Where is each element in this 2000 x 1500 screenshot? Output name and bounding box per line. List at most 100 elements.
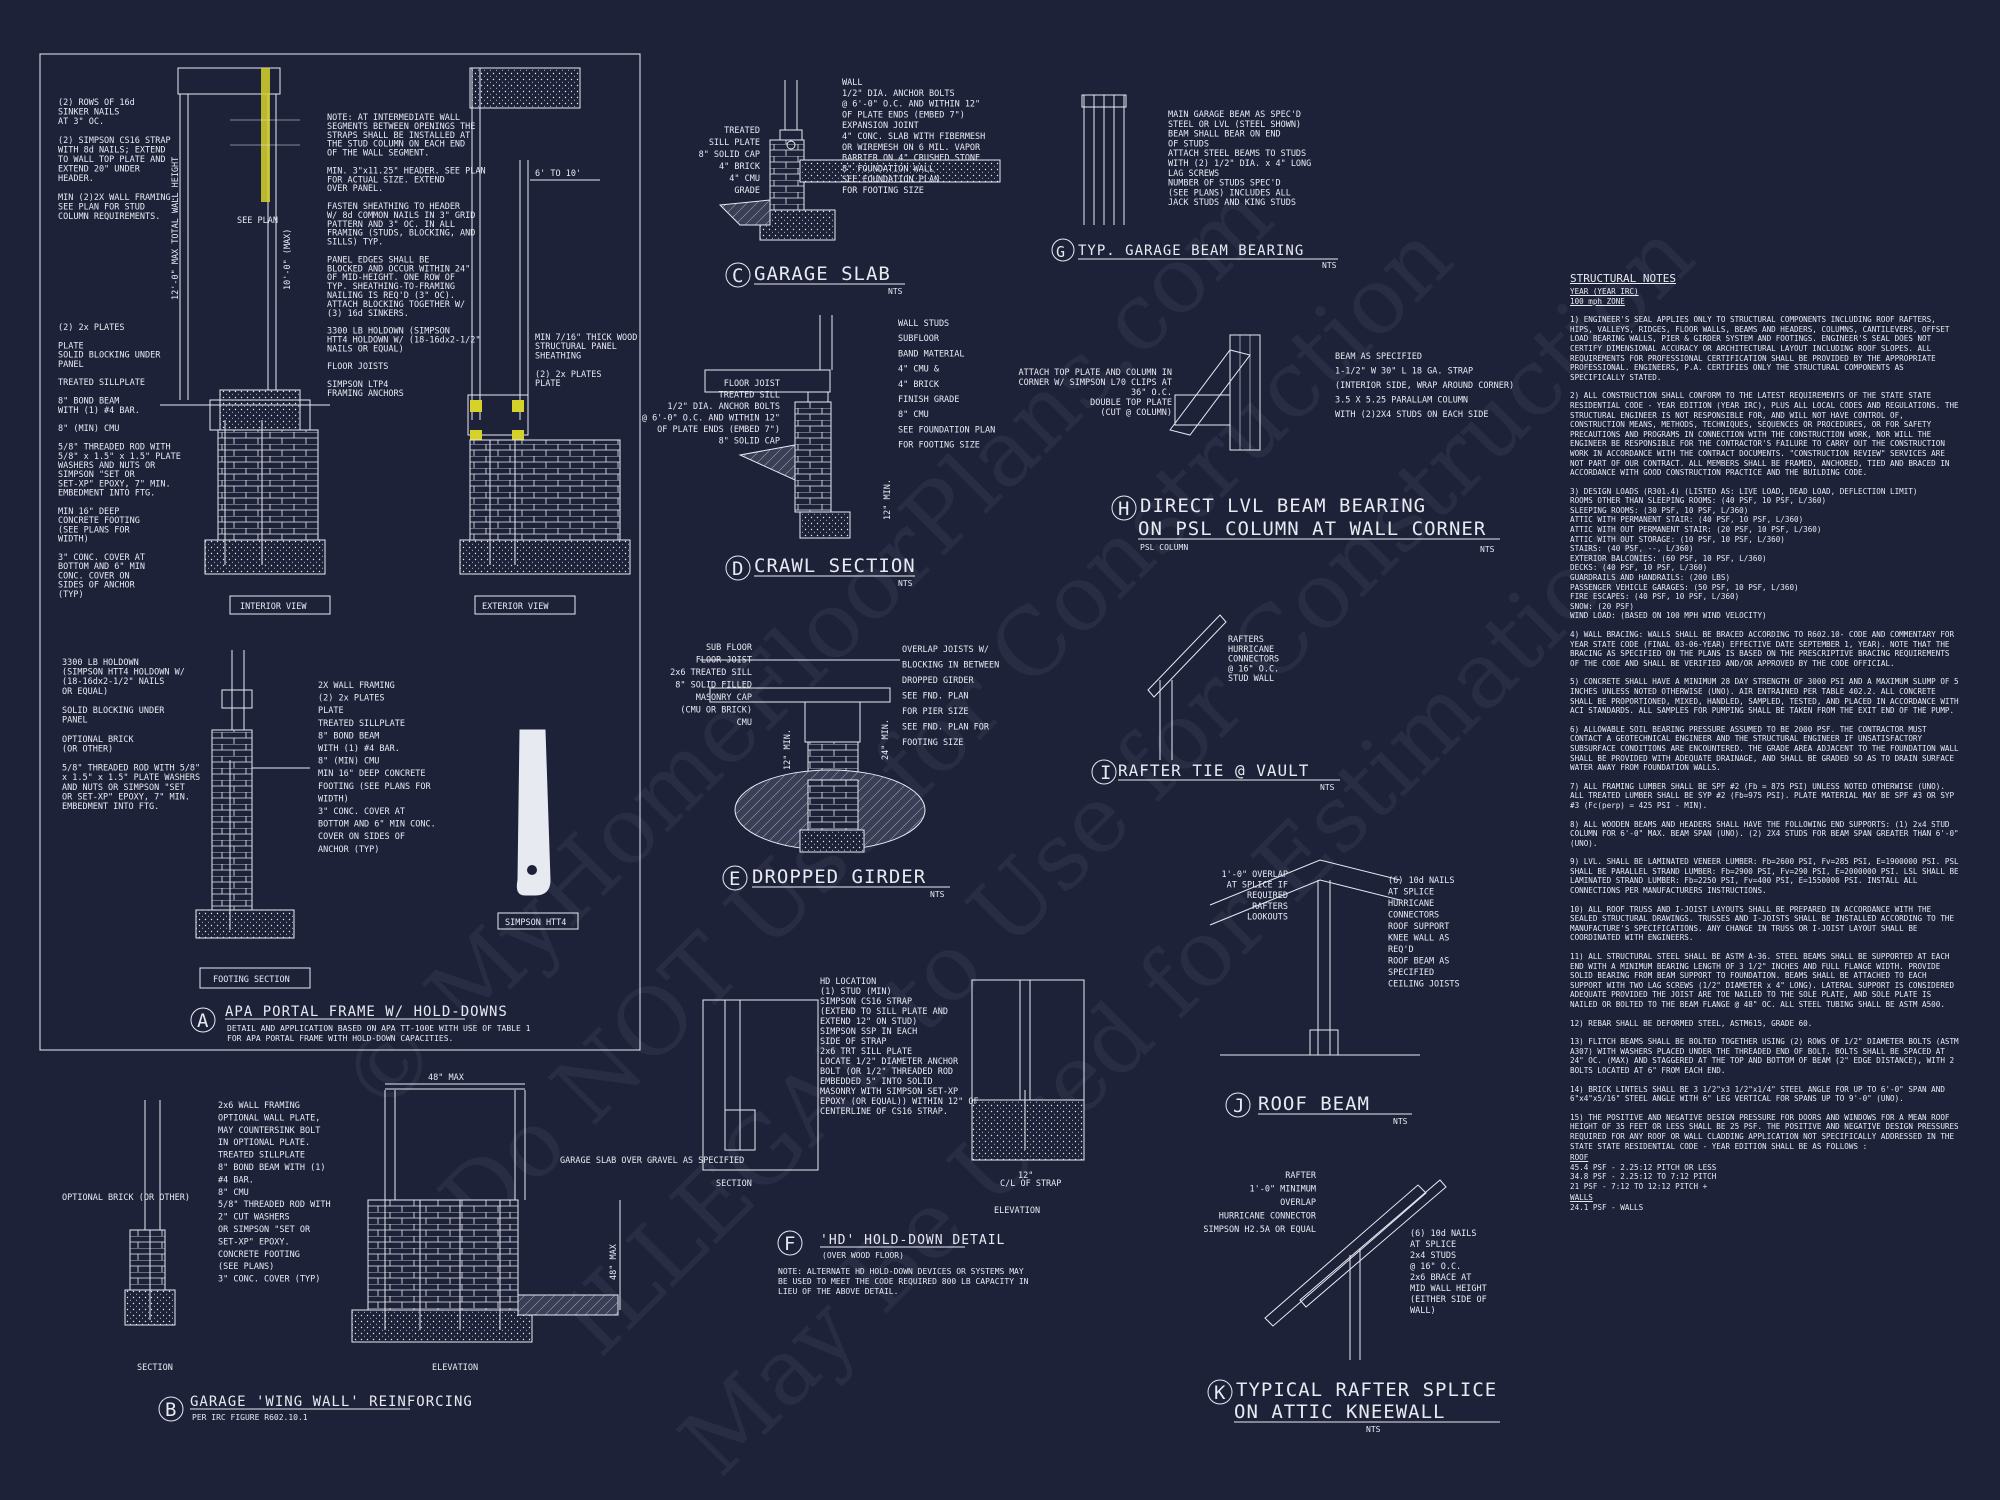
detail-d-dim: 12" MIN. <box>883 479 893 520</box>
annotation-label: BOLT (OR 1/2" THREADED ROD <box>820 1067 953 1077</box>
annotation-label: FRAMING ANCHORS <box>327 389 404 399</box>
annotation-label: 4" BRICK <box>898 380 940 390</box>
annotation-label: SILLS) TYP. <box>327 238 383 248</box>
annotation-label: (3) 16d SINKERS. <box>327 309 409 319</box>
annotation-label: PATTERN AND 3" OC. IN ALL <box>327 220 455 230</box>
annotation-label: (INTERIOR SIDE, WRAP AROUND CORNER) <box>1335 381 1514 391</box>
detail-k-nts: NTS <box>1366 1425 1381 1434</box>
detail-e-bubble-letter: E <box>729 868 741 890</box>
footing-section-drawing <box>195 650 310 939</box>
annotation-label: (EXTEND TO SILL PLATE AND <box>820 1007 948 1017</box>
annotation-label: 1-1/2" W 30" L 18 GA. STRAP <box>1335 367 1473 377</box>
walls-pressure-lines: 24.1 PSF - WALLS <box>1570 1203 1962 1213</box>
detail-h-nts: NTS <box>1480 545 1495 554</box>
annotation-label: LAG SCREWS <box>1168 169 1219 179</box>
annotation-label: SEE FOUNDATION PLAN <box>898 425 995 435</box>
detail-b-title: GARAGE 'WING WALL' REINFORCING <box>190 1394 473 1410</box>
detail-a-portal-frame: 6' TO 10' SEE PLAN 12'-0" MAX TOTAL WALL… <box>39 53 641 1051</box>
annotation-label: SHEATHING <box>535 351 581 361</box>
annotation-label: KNEE WALL AS <box>1388 934 1449 944</box>
annotation-label: DOUBLE TOP PLATE <box>1090 398 1172 408</box>
detail-g-bubble <box>1051 238 1075 262</box>
annotation-label: OPTIONAL WALL PLATE, <box>218 1113 320 1123</box>
annotation-label: CORNER W/ SIMPSON L70 CLIPS AT <box>1018 378 1172 388</box>
annotation-label: 8" BOND BEAM <box>318 731 379 741</box>
detail-a-bubble <box>190 1007 216 1033</box>
detail-d-bubble <box>725 555 751 581</box>
annotation-label: TYP. SHEATHING-TO-FRAMING <box>327 282 455 292</box>
annotation-label: WALL) <box>1410 1306 1436 1316</box>
annotation-label: ATTACH TOP PLATE AND COLUMN IN <box>1018 368 1172 378</box>
annotation-label: (SEE PLANS FOR <box>58 525 131 535</box>
annotation-label: ATTACH STEEL BEAMS TO STUDS <box>1168 149 1306 159</box>
detail-a-bubble-letter: A <box>197 1010 209 1032</box>
detail-k-title-1: TYPICAL RAFTER SPLICE <box>1236 1379 1497 1401</box>
annotation-label: EPOXY (OR EQUAL)) WITHIN 12" OF <box>820 1097 979 1107</box>
annotation-label: REQ'D <box>1388 945 1414 955</box>
pressure-line: 34.8 PSF - 2.25:12 TO 7:12 PITCH <box>1570 1172 1717 1182</box>
detail-f-bubble <box>777 1230 803 1256</box>
annotation-label: WITH 8d NAILS; EXTEND <box>58 146 165 156</box>
dim-48-max: 48" MAX <box>428 1073 465 1083</box>
annotation-label: SEE PLAN FOR STUD <box>58 203 145 213</box>
annotation-label: LOOKOUTS <box>1247 912 1288 922</box>
annotation-label: (CUT @ COLUMN) <box>1100 408 1172 418</box>
annotation-label: HTT4 HOLDOWN W/ (18-16dx2-1/2" <box>327 336 481 346</box>
exterior-view-drawing: 6' TO 10' <box>459 67 631 575</box>
annotation-label: EXTEND 12" ON STUD) <box>820 1017 917 1027</box>
detail-f-note-2: BE USED TO MEET THE CODE REQUIRED 800 LB… <box>778 1277 1029 1286</box>
annotation-label: 2x4 STUDS <box>1410 1251 1456 1261</box>
annotation-label: WALL STUDS <box>898 319 949 329</box>
annotation-label: EXPANSION JOINT <box>842 121 919 131</box>
annotation-label: JACK STUDS AND KING STUDS <box>1168 198 1296 208</box>
annotation-label: SUB FLOOR <box>706 643 753 653</box>
annotation-label: WALL <box>842 78 862 88</box>
detail-c-bubble-letter: C <box>732 265 744 287</box>
annotation-label: (6) 10d NAILS <box>1410 1229 1477 1239</box>
annotation-label: (1) STUD (MIN) <box>820 987 892 997</box>
annotation-label: MIN (2)2X WALL FRAMING. <box>58 193 176 203</box>
annotation-label: CONC. COVER ON <box>58 571 130 581</box>
annotation-label: #4 BAR. <box>218 1175 254 1185</box>
detail-c-bubble <box>725 262 751 288</box>
annotation-label: BLOCKED AND OCCUR WITHIN 24" <box>327 264 470 274</box>
annotation-label: SIMPSON CS16 STRAP <box>820 997 912 1007</box>
annotation-label: MID WALL HEIGHT <box>1410 1284 1487 1294</box>
annotation-label: DROPPED GIRDER <box>902 676 975 686</box>
annotation-label: OVERLAP JOISTS W/ <box>902 645 989 655</box>
annotation-label: 3" CONC. COVER AT <box>58 553 145 563</box>
simpson-htt4-label: SIMPSON HTT4 <box>505 918 566 928</box>
detail-j-bubble <box>1225 1092 1251 1118</box>
detail-j-nts: NTS <box>1393 1117 1408 1126</box>
structural-note-paragraph: 10) ALL ROOF TRUSS AND I-JOIST LAYOUTS S… <box>1570 904 1959 943</box>
structural-note-paragraph: 15) THE POSITIVE AND NEGATIVE DESIGN PRE… <box>1570 1112 1964 1151</box>
annotation-label: @ 16" O.C. <box>1228 664 1279 674</box>
structural-notes-paragraphs: 1) ENGINEER'S SEAL APPLIES ONLY TO STRUC… <box>1570 315 1962 1151</box>
annotation-label: CONCRETE FOOTING <box>58 516 140 526</box>
annotation-label: 3.5 X 5.25 PARALLAM COLUMN <box>1335 396 1468 406</box>
annotation-label: (TYP) <box>58 590 84 600</box>
annotation-label: 5/8" x 1.5" x 1.5" PLATE <box>58 452 181 462</box>
detail-i-bubble-letter: I <box>1100 762 1112 784</box>
dim-48-max-vertical: 48" MAX <box>609 1243 619 1280</box>
annotation-label: CMU <box>737 718 752 728</box>
annotation-label: SEE FND. PLAN <box>902 692 969 702</box>
annotation-label: MASONRY CAP <box>696 693 752 703</box>
annotation-label: PANEL <box>62 716 88 726</box>
annotation-label: CONCRETE FOOTING <box>218 1250 300 1260</box>
annotation-label: (CMU OR BRICK) <box>680 706 752 716</box>
annotation-label: PANEL <box>58 360 84 370</box>
detail-d-bubble-letter: D <box>732 558 744 580</box>
annotation-label: OPTIONAL BRICK <box>62 735 135 745</box>
wing-wall-section-label: SECTION <box>137 1363 173 1373</box>
pressure-line: 45.4 PSF - 2.25:12 PITCH OR LESS <box>1570 1162 1717 1172</box>
